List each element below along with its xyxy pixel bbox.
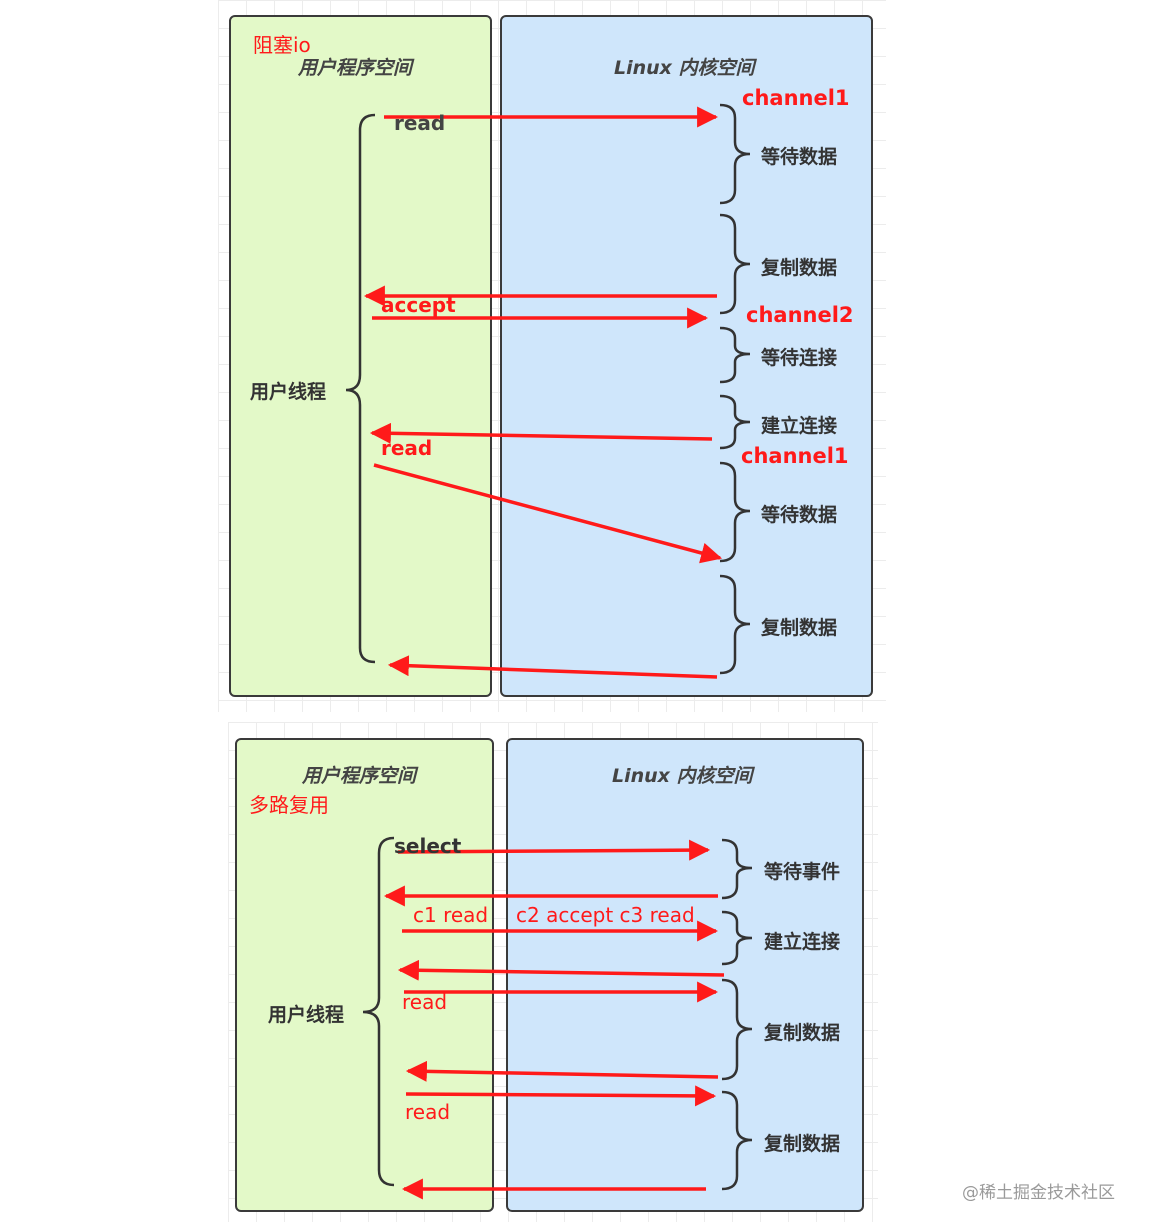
bottom-thread-brace <box>362 836 395 1187</box>
watermark: @稀土掘金技术社区 <box>962 1183 1115 1203</box>
bottom-stage-build-conn: 建立连接 <box>764 931 841 953</box>
bottom-brace-build-conn <box>721 910 753 966</box>
bottom-op-read-1: read <box>402 990 448 1014</box>
top-brace-copy-data-2 <box>719 574 751 675</box>
top-op-accept: accept <box>381 293 456 317</box>
top-stage-wait-data-2: 等待数据 <box>761 504 838 526</box>
bottom-arrow-accept-return <box>397 959 725 981</box>
bottom-brace-wait-event <box>721 838 753 900</box>
top-brace-build-conn <box>719 394 751 450</box>
top-thread-label: 用户线程 <box>250 381 327 403</box>
bottom-op-read-2: read <box>405 1100 451 1124</box>
bottom-mode-label: 多路复用 <box>249 793 329 817</box>
top-brace-wait-data-2 <box>719 461 751 563</box>
bottom-thread-label: 用户线程 <box>268 1004 345 1026</box>
top-arrow-read2-call <box>373 463 723 564</box>
top-op-read-1: read <box>394 111 446 135</box>
bottom-stage-wait-event: 等待事件 <box>764 861 841 883</box>
top-brace-copy-data-1 <box>719 213 751 315</box>
bottom-op-select: select <box>394 834 462 858</box>
top-stage-wait-data-1: 等待数据 <box>761 146 838 168</box>
top-brace-wait-data-1 <box>719 103 751 205</box>
top-thread-brace <box>345 113 376 664</box>
bottom-arrow-read1-return <box>405 1060 719 1082</box>
top-mode-label: 阻塞io <box>253 33 311 57</box>
top-stage-copy-data-2: 复制数据 <box>761 617 838 639</box>
bottom-arrow-read2-call <box>405 1085 717 1107</box>
top-arrow-accept-return <box>369 422 713 444</box>
top-brace-wait-conn <box>719 326 751 384</box>
bottom-user-space-panel <box>235 738 494 1212</box>
top-kernel-space-panel <box>500 15 873 697</box>
bottom-brace-copy-data-2 <box>721 1090 753 1191</box>
top-channel-1: channel1 <box>742 86 850 110</box>
bottom-arrow-select-call <box>397 839 711 861</box>
top-user-space-title: 用户程序空间 <box>298 57 413 79</box>
bottom-op-c2-accept-c3-read: c2 accept c3 read <box>516 903 695 927</box>
top-stage-wait-conn: 等待连接 <box>761 347 838 369</box>
bottom-stage-copy-data-2: 复制数据 <box>764 1133 841 1155</box>
top-channel-1b: channel1 <box>741 444 849 468</box>
top-stage-build-conn: 建立连接 <box>761 415 838 437</box>
top-stage-copy-data-1: 复制数据 <box>761 257 838 279</box>
bottom-user-space-title: 用户程序空间 <box>302 765 417 787</box>
bottom-stage-copy-data-1: 复制数据 <box>764 1022 841 1044</box>
bottom-kernel-space-title: Linux 内核空间 <box>612 765 753 787</box>
top-op-read-2: read <box>381 436 433 460</box>
bottom-op-c1-read: c1 read <box>413 903 489 927</box>
top-kernel-space-title: Linux 内核空间 <box>614 57 755 79</box>
top-channel-2: channel2 <box>746 303 854 327</box>
top-arrow-read2-return <box>387 655 718 679</box>
bottom-brace-copy-data-1 <box>721 978 753 1081</box>
